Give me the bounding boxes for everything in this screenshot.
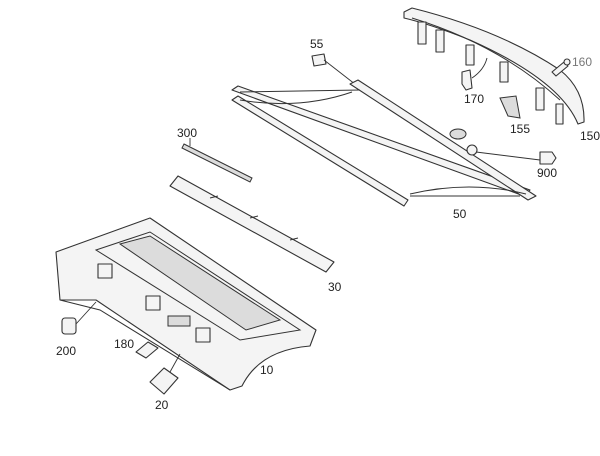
label-900: 900 (537, 166, 557, 180)
part-170-clip (461, 57, 488, 91)
part-155-bracket (499, 95, 521, 119)
part-150-trim-rail (403, 7, 585, 125)
part-30-cover (169, 175, 335, 273)
label-180: 180 (114, 337, 134, 351)
label-10: 10 (260, 363, 274, 377)
label-30: 30 (328, 280, 342, 294)
part-50-roller-blind (231, 79, 541, 207)
part-900-cap (539, 151, 557, 165)
part-180-grommet (135, 341, 159, 359)
part-200-plug (61, 301, 97, 335)
label-150: 150 (580, 129, 600, 143)
part-10-parcel-shelf (55, 217, 317, 391)
part-20-vent (149, 353, 181, 395)
label-20: 20 (155, 398, 169, 412)
label-160: 160 (572, 55, 592, 69)
label-50: 50 (453, 207, 467, 221)
part-300-strip (181, 138, 253, 183)
label-55: 55 (310, 37, 324, 51)
label-155: 155 (510, 122, 530, 136)
part-160-screw (551, 58, 571, 77)
label-300: 300 (177, 126, 197, 140)
label-200: 200 (56, 344, 76, 358)
label-170: 170 (464, 92, 484, 106)
